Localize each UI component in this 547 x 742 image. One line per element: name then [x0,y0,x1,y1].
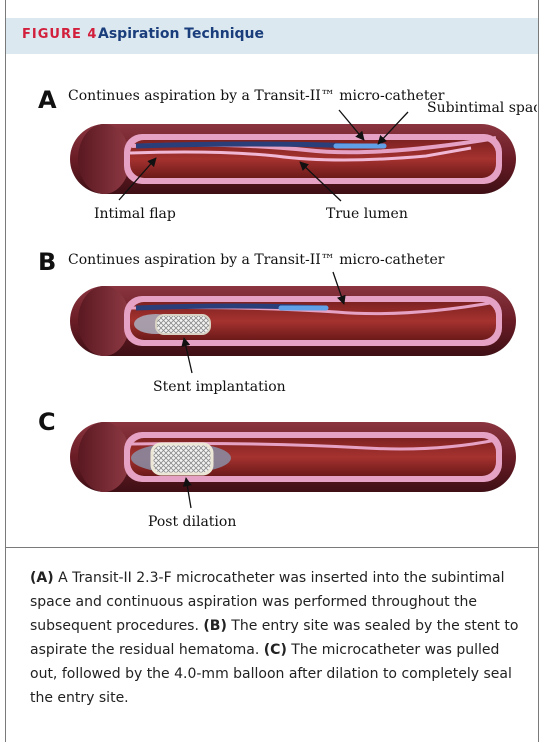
panel-a-title: Continues aspiration by a Transit-II™ mi… [68,88,445,104]
figure-header: FIGURE 4 Aspiration Technique [6,18,538,54]
stent-c [152,444,212,474]
caption-tag-b: (B) [203,618,226,634]
stent-b [156,315,210,334]
panel-b: B Continues aspiration by a Transit-II™ … [38,248,516,395]
label-true-lumen: True lumen [326,206,408,222]
caption-tag-a: (A) [30,570,54,586]
aspiration-illustration: A Continues aspiration by a Transit-II™ … [6,58,537,544]
caption-divider [6,547,538,548]
label-intimal-flap: Intimal flap [94,206,176,222]
caption-tag-c: (C) [264,642,287,658]
panel-c-letter: C [38,408,56,436]
label-post-dilation: Post dilation [148,514,236,530]
label-stent-implantation: Stent implantation [153,379,286,395]
label-subintimal-space: Subintimal space [427,100,537,116]
panel-b-title: Continues aspiration by a Transit-II™ mi… [68,252,445,268]
panel-c: C Post dilation [38,408,516,530]
figure-frame: FIGURE 4 Aspiration Technique [5,0,539,742]
panel-a-letter: A [38,86,57,114]
panel-a: A Continues aspiration by a Transit-II™ … [38,86,537,222]
figure-caption: (A) A Transit-II 2.3-F microcatheter was… [30,566,525,710]
figure-label: FIGURE 4 [22,27,97,42]
panel-b-letter: B [38,248,56,276]
vessel-a [70,124,516,194]
figure-title: Aspiration Technique [98,26,264,42]
